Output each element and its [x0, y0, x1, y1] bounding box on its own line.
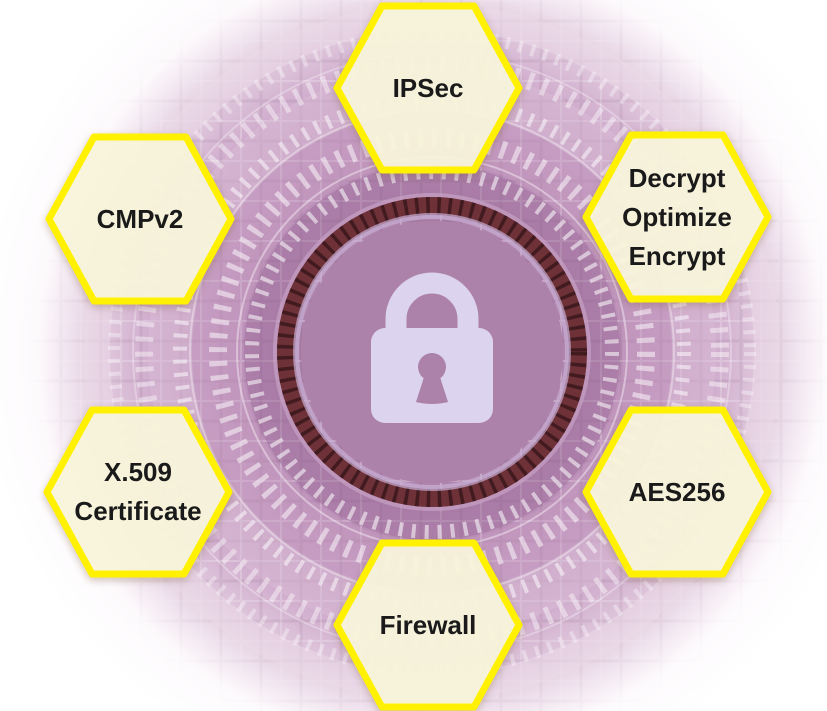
hexagon-firewall-label: Firewall	[333, 539, 523, 711]
label-line: Decrypt	[628, 162, 726, 193]
hexagon-decrypt-optimize-encrypt: Decrypt Optimize Encrypt	[582, 131, 772, 303]
hexagon-x509-certificate-label: X.509 Certificate	[43, 406, 233, 578]
hexagon-ipsec-label: IPSec	[333, 2, 523, 174]
label-line: IPSec	[392, 72, 464, 103]
hexagon-cmpv2-label: CMPv2	[45, 133, 235, 305]
label-line: Firewall	[379, 609, 477, 640]
hexagon-x509-certificate: X.509 Certificate	[43, 406, 233, 578]
hexagon-aes256: AES256	[582, 406, 772, 578]
label-line: Encrypt	[628, 240, 726, 271]
label-line: Certificate	[74, 496, 202, 526]
label-line: Optimize	[622, 201, 732, 232]
hexagon-shape	[582, 406, 772, 578]
hexagon-decrypt-optimize-encrypt-label: Decrypt Optimize Encrypt	[582, 131, 772, 303]
hexagon-shape	[43, 406, 233, 578]
hexagon-cmpv2: CMPv2	[45, 133, 235, 305]
label-line: AES256	[628, 476, 726, 507]
hexagon-firewall: Firewall	[333, 539, 523, 711]
hexagon-shape	[582, 131, 772, 303]
hexagon-shape	[45, 133, 235, 305]
hexagon-aes256-label: AES256	[582, 406, 772, 578]
label-line: X.509	[104, 457, 172, 487]
padlock-icon	[371, 272, 493, 423]
hexagon-shape	[333, 539, 523, 711]
hexagon-shape	[333, 2, 523, 174]
hexagon-ipsec: IPSec	[333, 2, 523, 174]
label-line: CMPv2	[96, 203, 184, 234]
